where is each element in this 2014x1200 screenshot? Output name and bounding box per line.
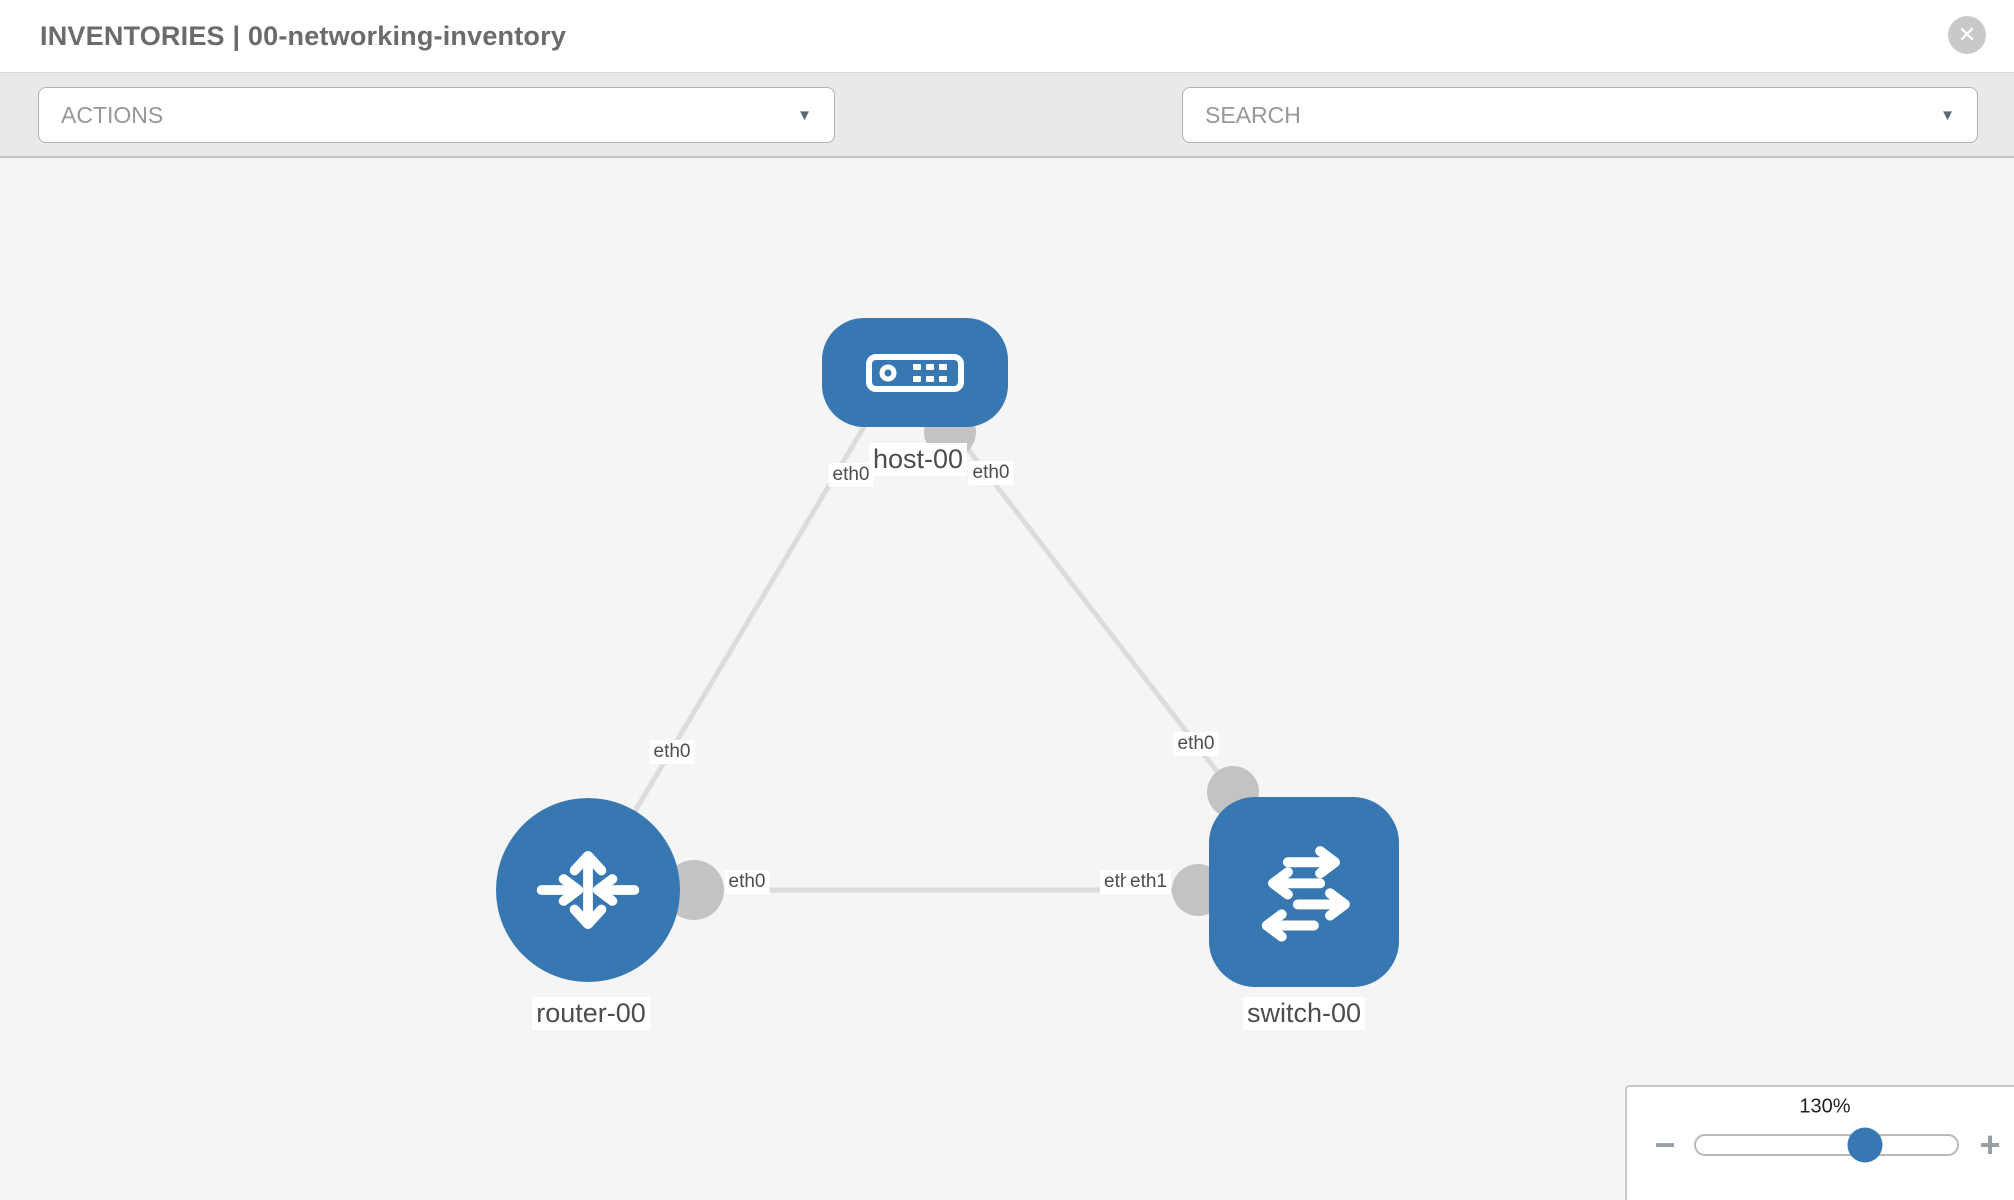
topology-edges-layer — [585, 406, 1304, 920]
topology-canvas[interactable]: host-00 router-00 switch-00 eth0 eth0 et… — [0, 158, 2014, 1200]
header: INVENTORIES | 00-networking-inventory ✕ — [0, 0, 2014, 73]
close-icon: ✕ — [1957, 22, 1977, 47]
zoom-slider-track[interactable] — [1694, 1134, 1959, 1156]
search-dropdown[interactable]: SEARCH ▼ — [1182, 87, 1978, 143]
plus-icon: + — [1979, 1124, 2001, 1165]
zoom-in-button[interactable]: + — [1979, 1124, 2000, 1166]
close-button[interactable]: ✕ — [1948, 16, 1986, 54]
node-label-host: host-00 — [868, 443, 968, 477]
node-label-switch: switch-00 — [1242, 997, 1366, 1031]
node-label-router: router-00 — [532, 997, 650, 1031]
zoom-level-value: 130% — [1799, 1095, 1851, 1118]
server-icon — [866, 353, 964, 392]
node-host-00[interactable] — [822, 318, 1008, 427]
zoom-slider-handle[interactable] — [1847, 1127, 1883, 1163]
search-dropdown-label: SEARCH — [1205, 101, 1301, 128]
node-switch-00[interactable] — [1209, 797, 1399, 987]
interface-label: eth1 — [1126, 870, 1171, 894]
zoom-out-button[interactable]: − — [1654, 1124, 1675, 1166]
edge-router-host[interactable] — [585, 408, 877, 892]
chevron-down-icon: ▼ — [1940, 106, 1955, 124]
interface-label: eth0 — [724, 870, 770, 894]
actions-dropdown[interactable]: ACTIONS ▼ — [38, 87, 835, 143]
interface-label: eth0 — [1173, 732, 1219, 756]
router-icon — [536, 850, 640, 930]
toolbar: ACTIONS ▼ SEARCH ▼ — [0, 73, 2014, 203]
zoom-panel: 130% − + — [1625, 1085, 2014, 1200]
chevron-down-icon: ▼ — [797, 106, 812, 124]
interface-label: eth0 — [649, 740, 695, 764]
interface-connector-router — [664, 860, 724, 920]
interface-label: eth0 — [968, 461, 1014, 485]
switch-icon — [1261, 846, 1350, 942]
interface-label: eth0 — [828, 463, 874, 487]
minus-icon: − — [1654, 1124, 1676, 1165]
node-router-00[interactable] — [496, 798, 680, 982]
actions-dropdown-label: ACTIONS — [61, 101, 164, 128]
page-title: INVENTORIES | 00-networking-inventory — [40, 20, 567, 51]
